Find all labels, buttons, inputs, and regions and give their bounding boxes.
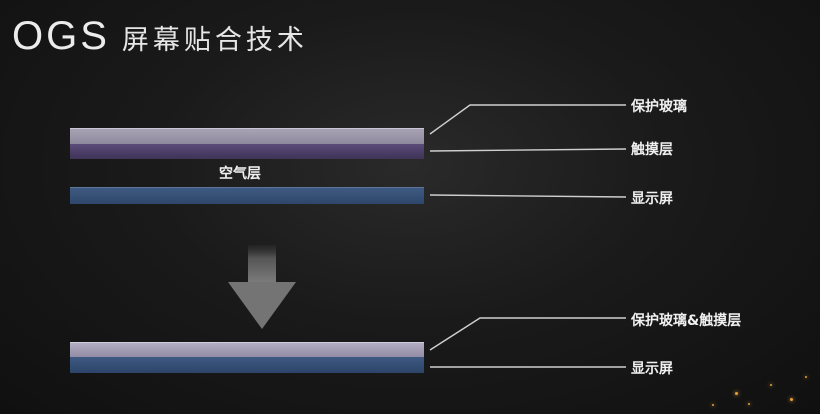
sparkle-decoration (748, 403, 750, 405)
label-display-bottom: 显示屏 (631, 361, 673, 377)
touch-layer (70, 144, 424, 159)
sparkle-decoration (770, 384, 772, 386)
sparkle-decoration (790, 398, 793, 401)
page-title: OGS 屏幕贴合技术 (12, 14, 308, 58)
display-layer-bottom (70, 357, 424, 373)
air-gap-label: 空气层 (219, 166, 261, 182)
label-combined-layer: 保护玻璃&触摸层 (631, 313, 742, 329)
sparkle-decoration (805, 376, 807, 378)
label-display-top: 显示屏 (631, 191, 673, 207)
label-protective-glass: 保护玻璃 (631, 99, 687, 115)
label-touch-layer: 触摸层 (631, 142, 673, 158)
leader-line-combined (429, 317, 626, 351)
title-latin: OGS (12, 14, 110, 58)
display-layer-top (70, 187, 424, 204)
down-arrow-icon (228, 245, 296, 329)
combined-glass-touch-layer (70, 342, 424, 358)
sparkle-decoration (712, 404, 714, 406)
protective-glass-layer (70, 128, 424, 145)
leader-line-display-top (429, 194, 627, 198)
sparkle-decoration (735, 392, 738, 395)
leader-line-glass (429, 104, 626, 135)
leader-line-touch (429, 148, 627, 152)
title-cjk: 屏幕贴合技术 (121, 25, 308, 56)
